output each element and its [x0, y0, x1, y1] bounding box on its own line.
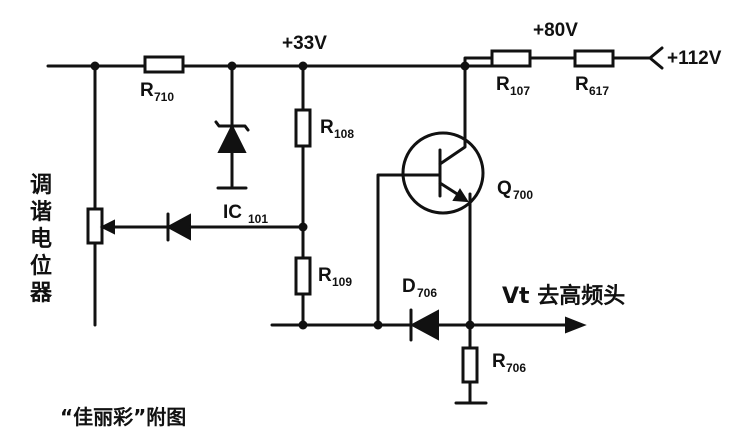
- r617-sub: 617: [589, 84, 609, 98]
- pot-wiper-arrow: [99, 219, 115, 235]
- pot-label-char-1: 调: [30, 173, 52, 198]
- transistor-q700: [401, 131, 485, 215]
- potentiometer-body: [86, 207, 104, 245]
- resistor-r108: [294, 108, 312, 148]
- junction-top-r108: [298, 61, 308, 71]
- q700-label: Q: [497, 178, 512, 199]
- r706-label: R: [492, 351, 506, 372]
- resistor-r109: [294, 256, 312, 296]
- input-arrow: [648, 46, 664, 70]
- resistor-r107: [490, 49, 532, 68]
- figure-caption: “佳丽彩”附图: [60, 405, 186, 429]
- voltage-80v-label: +80V: [533, 20, 578, 41]
- resistor-r710: [143, 55, 185, 74]
- r710-sub: 710: [154, 90, 174, 104]
- diode-d706: [409, 309, 439, 341]
- d706-label: D: [402, 276, 416, 297]
- r706-sub: 706: [506, 361, 526, 375]
- transistor-collector: [438, 64, 467, 166]
- zener-bar: [214, 120, 250, 132]
- zener-diode-body: [217, 123, 247, 153]
- r107-label: R: [496, 74, 510, 95]
- pot-label-char-4: 位: [30, 253, 52, 279]
- pot-label-char-5: 器: [29, 281, 53, 306]
- junction-top-collector: [460, 61, 470, 71]
- voltage-33v-label: +33V: [282, 33, 327, 54]
- ic101-label: IC: [223, 202, 242, 223]
- r108-label: R: [320, 117, 334, 138]
- junction-bottom-r109: [298, 320, 308, 330]
- r108-sub: 108: [334, 127, 354, 141]
- r710-label: R: [140, 80, 154, 101]
- ic101-sub: 101: [248, 212, 268, 226]
- r617-label: R: [575, 74, 589, 95]
- r107-sub: 107: [510, 84, 530, 98]
- junction-ic101: [298, 222, 308, 232]
- q700-sub: 700: [513, 188, 533, 202]
- junction-bottom-emitter: [465, 320, 475, 330]
- junction-top-zener: [227, 61, 237, 71]
- diode-ic101: [165, 213, 191, 241]
- vt-output-label: Vt 去高频头: [502, 283, 625, 309]
- d706-sub: 706: [417, 286, 437, 300]
- r109-sub: 109: [332, 275, 352, 289]
- resistor-r617: [573, 49, 615, 68]
- pot-label-char-3: 电: [30, 227, 52, 252]
- transistor-emitter-arrow: [452, 188, 469, 203]
- pot-label-char-2: 谐: [30, 200, 52, 225]
- voltage-112v-label: +112V: [667, 48, 722, 69]
- r109-label: R: [318, 265, 332, 286]
- junction-bottom-base: [373, 320, 383, 330]
- base-feed-wire: [376, 173, 420, 327]
- junction-top-pot: [90, 61, 100, 71]
- vt-output-arrow: [565, 316, 587, 334]
- resistor-r706: [461, 346, 479, 384]
